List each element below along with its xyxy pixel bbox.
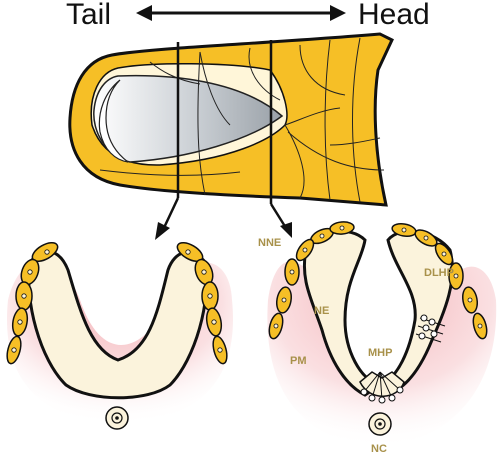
neural-fold-left (302, 229, 384, 397)
ne-label: NE (314, 305, 329, 317)
head-label: Head (358, 0, 430, 31)
notochord-right (368, 412, 392, 436)
dorsolateral-hinge-point (415, 314, 446, 343)
nne-label: NNE (258, 237, 281, 249)
nc-label: NC (371, 443, 387, 455)
arrowhead-left-icon (136, 5, 152, 21)
arrowhead-right-icon (330, 5, 346, 21)
embryo-dorsal-view (68, 32, 394, 207)
notochord-left (105, 406, 129, 430)
arrowhead-down-right-icon (280, 222, 292, 238)
pm-label: PM (290, 355, 307, 367)
axis-arrow (136, 5, 346, 21)
dlhp-label: DLHP (424, 267, 454, 279)
neural-fold-right (377, 229, 454, 397)
section-arrows (155, 40, 292, 240)
neural-plate-section (6, 241, 234, 430)
arrowhead-down-left-icon (155, 222, 170, 240)
mhp-label: MHP (368, 347, 392, 359)
neural-groove-section (267, 221, 497, 448)
neural-tube-surface (93, 74, 284, 163)
tail-label: Tail (66, 0, 111, 31)
